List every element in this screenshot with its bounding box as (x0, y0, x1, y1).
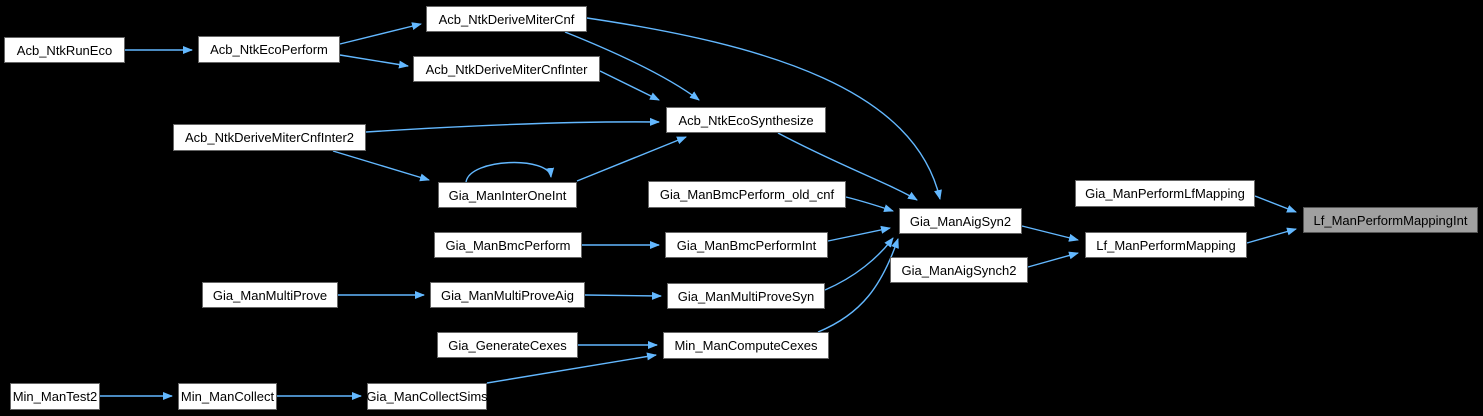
edge-acb-ntkderivemitercnfinter2-to-gia-maninteroneint (332, 150, 430, 182)
node-gia-manbmcperform-old-cnf[interactable]: Gia_ManBmcPerform_old_cnf (648, 181, 846, 208)
edge-acb-ntkderivemitercnfinter-to-acb-ntkecosynthesize (599, 70, 660, 101)
edge-gia-maninteroneint-to-acb-ntkecosynthesize (576, 136, 687, 182)
edge-acb-ntkecoperform-to-acb-ntkderivemitercnfinter (339, 54, 409, 69)
edge-gia-manaigsynch2-to-lf-manperformmapping (1027, 251, 1079, 268)
node-gia-manmultiprovesyn[interactable]: Gia_ManMultiProveSyn (667, 283, 825, 309)
edge-acb-ntkecoperform-to-acb-ntkderivemitercnf (339, 22, 422, 45)
node-gia-mancollectsims[interactable]: Gia_ManCollectSims (366, 383, 488, 410)
node-lf-manperformmappingint: Lf_ManPerformMappingInt (1303, 207, 1478, 233)
node-gia-generatecexes[interactable]: Gia_GenerateCexes (437, 332, 578, 358)
node-gia-manaigsynch2[interactable]: Gia_ManAigSynch2 (890, 257, 1028, 283)
edge-gia-manmultiproveaig-to-gia-manmultiprovesyn (584, 291, 662, 300)
node-gia-manmultiprove[interactable]: Gia_ManMultiProve (202, 282, 338, 308)
edge-gia-manmultiprovesyn-to-gia-manaigsyn2 (824, 237, 894, 291)
edge-acb-ntkderivemitercnf-to-gia-manaigsyn2 (586, 17, 942, 200)
node-acb-ntkderivemitercnfinter[interactable]: Acb_NtkDeriveMiterCnfInter (413, 56, 600, 82)
edge-gia-mancollectsims-to-min-mancomputecexes (486, 352, 657, 384)
edge-acb-ntkderivemitercnfinter2-to-acb-ntkecosynthesize (365, 117, 660, 133)
node-acb-ntkecosynthesize[interactable]: Acb_NtkEcoSynthesize (666, 107, 826, 133)
edge-gia-manperformlfmapping-to-lf-manperformmappingint (1254, 195, 1297, 213)
node-min-mancomputecexes[interactable]: Min_ManComputeCexes (663, 332, 829, 359)
node-acb-ntkecoperform[interactable]: Acb_NtkEcoPerform (198, 36, 340, 63)
node-lf-manperformmapping[interactable]: Lf_ManPerformMapping (1085, 232, 1247, 258)
node-gia-manmultiproveaig[interactable]: Gia_ManMultiProveAig (430, 282, 585, 308)
node-gia-manbmcperform[interactable]: Gia_ManBmcPerform (434, 232, 582, 258)
edge-lf-manperformmapping-to-lf-manperformmappingint (1246, 227, 1297, 244)
node-gia-maninteroneint[interactable]: Gia_ManInterOneInt (438, 182, 577, 208)
edge-gia-manaigsyn2-to-lf-manperformmapping (1021, 225, 1079, 242)
edge-gia-maninteroneint-to-gia-maninteroneint (465, 161, 555, 183)
node-min-mantest2[interactable]: Min_ManTest2 (10, 383, 100, 410)
edge-gia-manbmcperform-old-cnf-to-gia-manaigsyn2 (845, 196, 894, 212)
edge-min-mancomputecexes-to-gia-manaigsyn2 (817, 238, 899, 333)
node-acb-ntkderivemitercnf[interactable]: Acb_NtkDeriveMiterCnf (426, 6, 587, 32)
node-acb-ntkruneco[interactable]: Acb_NtkRunEco (4, 37, 125, 63)
node-acb-ntkderivemitercnfinter2[interactable]: Acb_NtkDeriveMiterCnfInter2 (173, 124, 366, 151)
node-min-mancollect[interactable]: Min_ManCollect (178, 383, 277, 410)
node-gia-manaigsyn2[interactable]: Gia_ManAigSyn2 (899, 208, 1022, 234)
edge-acb-ntkecosynthesize-to-gia-manaigsyn2 (777, 132, 918, 201)
edge-gia-manbmcperformint-to-gia-manaigsyn2 (827, 225, 891, 242)
edge-acb-ntkderivemitercnf-to-acb-ntkecosynthesize (564, 31, 700, 101)
node-gia-manperformlfmapping[interactable]: Gia_ManPerformLfMapping (1075, 180, 1255, 207)
node-gia-manbmcperformint[interactable]: Gia_ManBmcPerformInt (665, 232, 828, 258)
